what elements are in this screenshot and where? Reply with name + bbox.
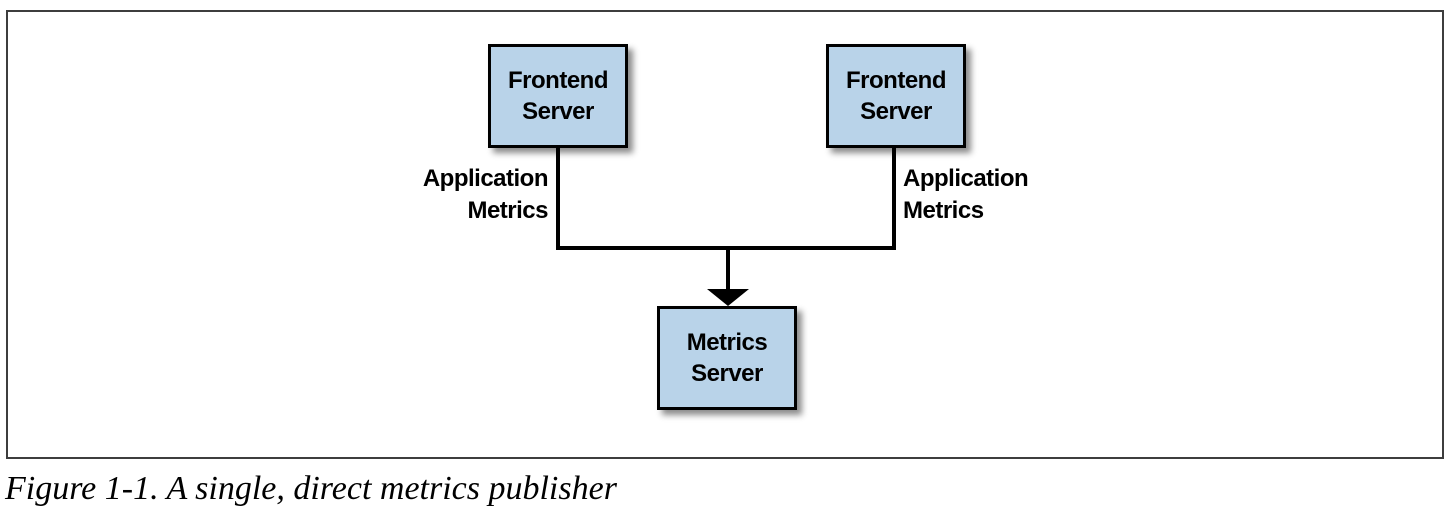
node-label: Frontend Server: [508, 66, 608, 125]
connector-right-vertical: [892, 147, 896, 250]
arrow-down-icon: [707, 289, 749, 306]
edge-label-application-metrics-left: Application Metrics: [422, 165, 549, 225]
connector-center-vertical: [726, 250, 730, 290]
node-metrics-server: Metrics Server: [657, 306, 797, 410]
node-frontend-server-left: Frontend Server: [488, 44, 628, 148]
connector-merge-horizontal: [556, 246, 896, 250]
node-label: Metrics Server: [686, 328, 768, 387]
node-label: Frontend Server: [846, 66, 946, 125]
figure-caption: Figure 1-1. A single, direct metrics pub…: [5, 470, 617, 507]
node-frontend-server-right: Frontend Server: [826, 44, 966, 148]
edge-label-application-metrics-right: Application Metrics: [903, 165, 1029, 225]
connector-left-vertical: [556, 147, 560, 250]
